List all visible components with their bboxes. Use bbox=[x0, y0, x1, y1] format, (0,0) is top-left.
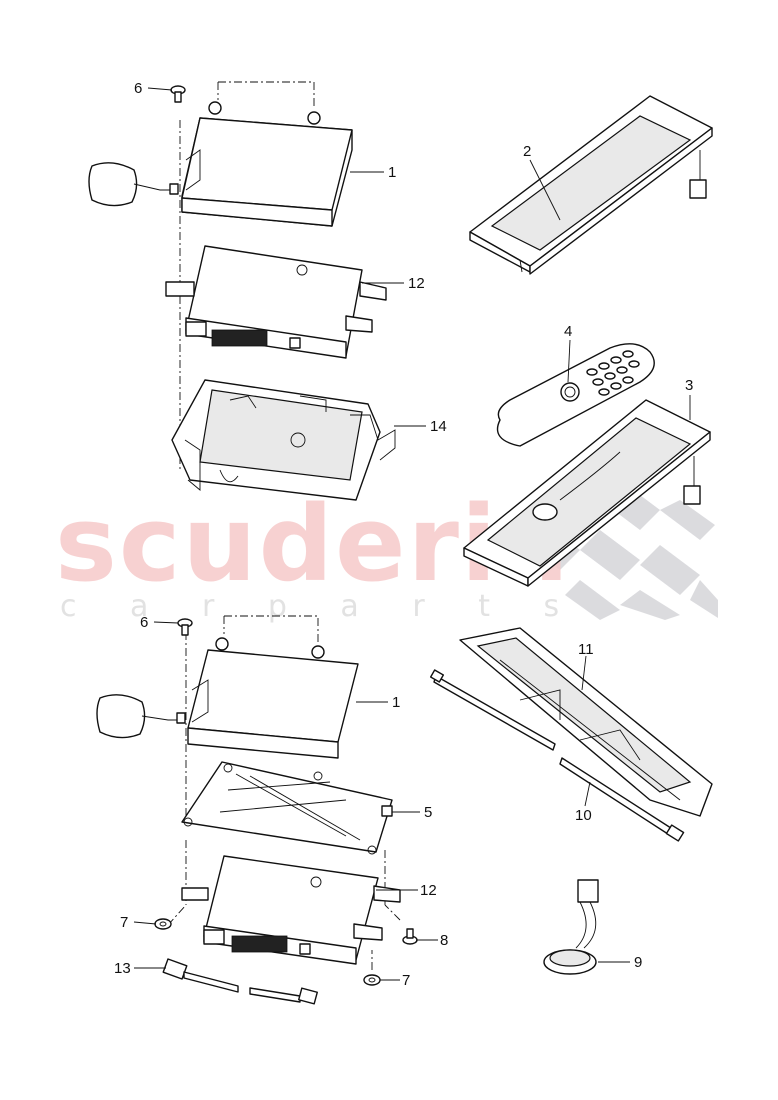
callout-8: 8 bbox=[416, 932, 448, 949]
control-unit-1-bottom bbox=[187, 637, 359, 759]
callout-label-11: 11 bbox=[578, 641, 594, 658]
callout-label-14: 14 bbox=[430, 418, 447, 435]
callout-label-13: 13 bbox=[114, 960, 131, 977]
callout-label-8: 8 bbox=[440, 932, 448, 949]
callout-13: 13 bbox=[114, 960, 166, 977]
callout-1-top: 1 bbox=[350, 164, 396, 181]
callout-3: 3 bbox=[685, 377, 693, 420]
nut-7-left bbox=[154, 918, 172, 930]
callout-9: 9 bbox=[598, 954, 642, 971]
console-tray-2 bbox=[469, 95, 713, 275]
callout-7-right: 7 bbox=[380, 972, 410, 989]
callout-label-9: 9 bbox=[634, 954, 642, 971]
bracket-14 bbox=[171, 379, 396, 501]
remote-control-4 bbox=[496, 343, 655, 447]
callout-label-7-right: 7 bbox=[402, 972, 410, 989]
callout-2: 2 bbox=[523, 143, 561, 221]
callout-6-top: 6 bbox=[134, 80, 173, 97]
callout-12-bottom: 12 bbox=[376, 882, 437, 899]
callout-label-6-bottom: 6 bbox=[140, 614, 148, 631]
callout-6-bottom: 6 bbox=[140, 614, 179, 631]
control-unit-12-bottom bbox=[181, 855, 401, 965]
screw-6-top bbox=[170, 85, 186, 103]
callout-5: 5 bbox=[392, 804, 432, 821]
callout-14: 14 bbox=[394, 418, 447, 435]
console-tray-3 bbox=[463, 399, 711, 587]
bolt-8 bbox=[402, 928, 418, 945]
callout-label-10: 10 bbox=[575, 807, 592, 824]
callout-11: 11 bbox=[578, 641, 594, 691]
callout-label-5: 5 bbox=[424, 804, 432, 821]
callout-label-4: 4 bbox=[564, 323, 572, 340]
callout-label-12-top: 12 bbox=[408, 275, 425, 292]
callout-label-7-left: 7 bbox=[120, 914, 128, 931]
watermark: scuderia c a r p a r t s bbox=[55, 470, 718, 624]
antenna-top bbox=[88, 162, 179, 207]
antenna-bottom bbox=[96, 694, 186, 739]
cable-10 bbox=[429, 669, 685, 842]
callout-label-6-top: 6 bbox=[134, 80, 142, 97]
callout-10: 10 bbox=[575, 781, 592, 824]
nut-7-right bbox=[363, 974, 381, 986]
callout-12-top: 12 bbox=[362, 275, 425, 292]
watermark-tagline: c a r p a r t s bbox=[60, 589, 581, 624]
callout-7-left: 7 bbox=[120, 914, 157, 931]
callout-label-1-top: 1 bbox=[388, 164, 396, 181]
callout-4: 4 bbox=[564, 323, 572, 383]
callout-1-bottom: 1 bbox=[356, 694, 400, 711]
screw-6-bottom bbox=[177, 618, 193, 636]
sensor-9 bbox=[543, 879, 599, 975]
callout-label-2: 2 bbox=[523, 143, 531, 160]
control-unit-1-top bbox=[181, 101, 353, 227]
remote-buttons bbox=[586, 350, 640, 396]
callout-label-12-bottom: 12 bbox=[420, 882, 437, 899]
callout-label-3: 3 bbox=[685, 377, 693, 394]
control-unit-12-top bbox=[165, 245, 387, 359]
alignment-lines-top bbox=[179, 81, 315, 470]
callout-label-1-bottom: 1 bbox=[392, 694, 400, 711]
bracket-panel-11 bbox=[459, 627, 713, 817]
cable-13 bbox=[162, 958, 318, 1005]
mounting-plate-5 bbox=[181, 761, 393, 855]
